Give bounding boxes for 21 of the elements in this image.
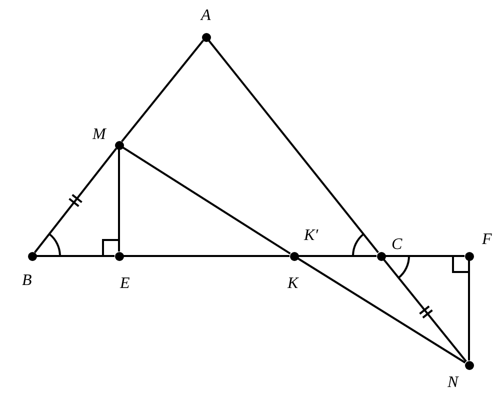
point-label: C [392,237,402,253]
line-segment [208,40,379,254]
line-segment [36,255,114,257]
point-label: K [288,276,298,292]
line-segment [383,258,467,362]
line-segment [386,255,464,257]
point-label: F [482,232,492,248]
point-label: K′ [304,228,318,244]
line-segment [468,260,470,360]
point-label: M [92,127,106,143]
line-segment [34,148,118,254]
line-segment [121,40,204,142]
point-label: E [120,276,130,292]
point-label: A [201,8,211,24]
line-segment [297,258,466,364]
line-segment [118,150,120,252]
point-label: B [22,273,32,289]
line-segment [122,146,291,254]
line-segment [298,255,376,257]
line-segment [124,255,290,257]
point-label: N [448,375,458,391]
